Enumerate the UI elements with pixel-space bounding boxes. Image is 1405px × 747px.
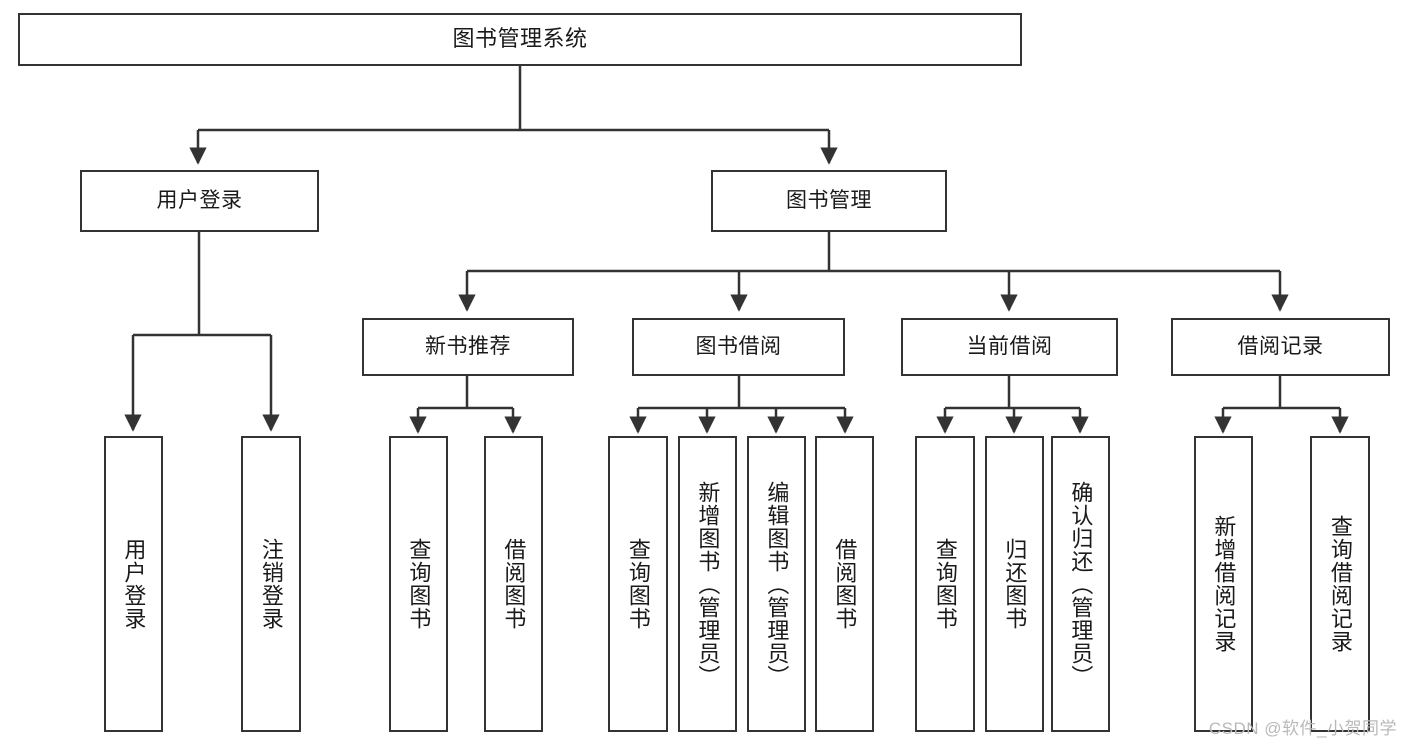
leaf-edit-book-admin[interactable]: 编辑图书（管理员） (747, 436, 806, 732)
node-label: 查询图书 (625, 538, 651, 630)
node-user-login[interactable]: 用户登录 (80, 170, 319, 232)
node-label: 用户登录 (156, 189, 243, 213)
leaf-borrow-book-recommend[interactable]: 借阅图书 (484, 436, 543, 732)
node-new-book-recommend[interactable]: 新书推荐 (362, 318, 574, 376)
node-label: 图书管理系统 (452, 26, 588, 52)
node-label: 图书借阅 (695, 335, 782, 359)
node-label: 当前借阅 (966, 335, 1053, 359)
leaf-add-borrow-record[interactable]: 新增借阅记录 (1194, 436, 1253, 732)
node-label: 图书管理 (786, 189, 872, 213)
leaf-return-book[interactable]: 归还图书 (985, 436, 1044, 732)
leaf-add-book-admin[interactable]: 新增图书（管理员） (678, 436, 737, 732)
leaf-confirm-return-admin[interactable]: 确认归还（管理员） (1051, 436, 1110, 732)
node-borrow-record[interactable]: 借阅记录 (1171, 318, 1390, 376)
node-label: 查询图书 (932, 538, 958, 630)
node-label: 新书推荐 (425, 335, 511, 359)
node-label: 注销登录 (258, 538, 284, 630)
node-label: 查询借阅记录 (1327, 515, 1353, 653)
node-label: 查询图书 (406, 538, 432, 630)
node-label: 借阅图书 (832, 538, 858, 630)
leaf-borrow-book[interactable]: 借阅图书 (815, 436, 874, 732)
node-label: 借阅图书 (501, 538, 527, 630)
leaf-query-borrow-record[interactable]: 查询借阅记录 (1310, 436, 1370, 732)
node-label: 借阅记录 (1237, 335, 1324, 359)
node-label: 确认归还（管理员） (1068, 480, 1094, 688)
node-current-borrow[interactable]: 当前借阅 (901, 318, 1118, 376)
node-label: 编辑图书（管理员） (764, 480, 790, 688)
node-label: 用户登录 (121, 538, 147, 630)
leaf-query-book-current[interactable]: 查询图书 (915, 436, 975, 732)
node-book-management[interactable]: 图书管理 (711, 170, 947, 232)
node-label: 新增借阅记录 (1211, 515, 1237, 653)
node-root-system[interactable]: 图书管理系统 (18, 13, 1022, 66)
leaf-query-book-recommend[interactable]: 查询图书 (389, 436, 448, 732)
leaf-user-login[interactable]: 用户登录 (104, 436, 163, 732)
watermark-text: CSDN @软件_小贺同学 (1208, 719, 1397, 738)
node-label: 归还图书 (1002, 538, 1028, 630)
leaf-logout[interactable]: 注销登录 (241, 436, 301, 732)
leaf-query-book-borrow[interactable]: 查询图书 (608, 436, 668, 732)
node-label: 新增图书（管理员） (695, 480, 721, 688)
node-book-borrow[interactable]: 图书借阅 (632, 318, 845, 376)
